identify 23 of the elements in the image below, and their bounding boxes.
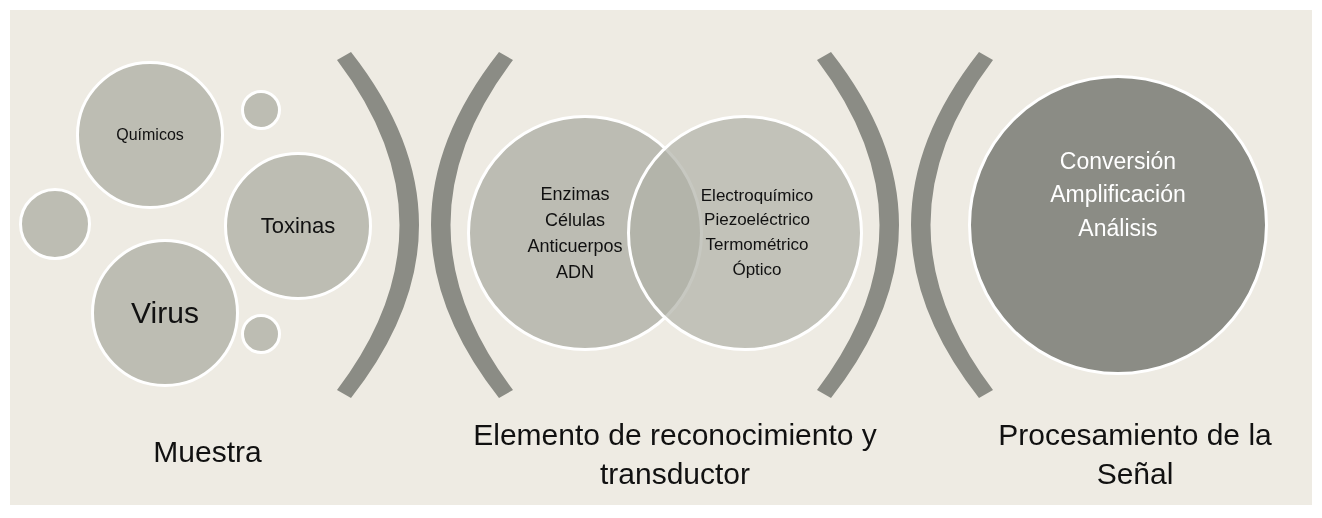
section-heading: Muestra (152, 434, 263, 470)
node-label: Termométrico (705, 234, 809, 256)
node-label: Toxinas (260, 212, 336, 241)
section-heading: Procesamiento de la Señal (997, 417, 1273, 492)
bracket (815, 50, 899, 400)
bracket (911, 50, 995, 400)
circle (241, 90, 281, 130)
node-label: Químicos (116, 125, 184, 146)
section-heading: Elemento de reconocimiento y transductor (472, 417, 878, 492)
node-label: Células (545, 208, 605, 232)
node-label: ADN (556, 261, 594, 285)
node-label: Piezoeléctrico (704, 209, 810, 232)
node-label: Conversión (1059, 147, 1177, 176)
circle (241, 314, 281, 354)
bracket (335, 50, 419, 400)
node-label: Óptico (732, 258, 782, 281)
node-label: Amplificación (1050, 180, 1186, 210)
node-label: Electroquímico (700, 184, 814, 207)
node-label: Anticuerpos (527, 235, 623, 258)
node-label: Virus (131, 295, 199, 332)
bracket (431, 50, 515, 400)
node-label: Enzimas (540, 182, 610, 206)
node-label: Análisis (1078, 213, 1158, 243)
